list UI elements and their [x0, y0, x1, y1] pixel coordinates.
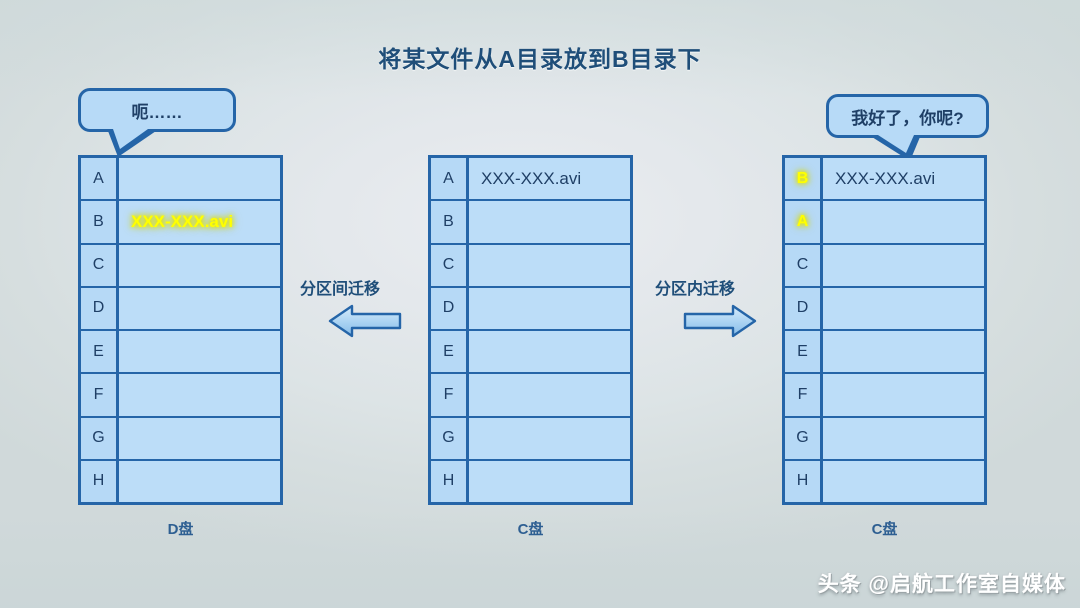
- row-key-cell: G: [785, 417, 823, 459]
- row-value-cell: [823, 460, 984, 502]
- speech-bubble-left-text: 呃……: [131, 102, 183, 122]
- row-value-cell: [469, 287, 630, 329]
- watermark: 头条 @启航工作室自媒体: [817, 573, 1066, 596]
- arrow-label-right: 分区内迁移: [655, 281, 736, 298]
- table-row: F: [431, 374, 630, 418]
- table-row: A: [785, 201, 984, 245]
- table-row: D: [785, 287, 984, 331]
- table-row: G: [431, 417, 630, 461]
- arrow-left-icon: [328, 304, 402, 338]
- row-value-cell: [823, 287, 984, 329]
- table-row: H: [785, 460, 984, 502]
- row-key-cell: F: [431, 374, 469, 416]
- table-row: C: [785, 244, 984, 288]
- row-key-cell: F: [81, 374, 119, 416]
- table-row: E: [431, 331, 630, 375]
- row-value-cell: XXX-XXX.avi: [119, 201, 280, 243]
- row-key-cell: B: [431, 201, 469, 243]
- table-row: H: [81, 460, 280, 502]
- table-row: C: [431, 244, 630, 288]
- speech-bubble-left: 呃……: [78, 88, 236, 132]
- row-key-cell: C: [81, 244, 119, 286]
- speech-bubble-left-tail-fill: [113, 129, 148, 149]
- table-row: D: [431, 287, 630, 331]
- table-row: G: [81, 417, 280, 461]
- table-row: F: [785, 374, 984, 418]
- row-key-cell: H: [431, 460, 469, 502]
- speech-bubble-right-text: 我好了，你呢?: [851, 108, 964, 128]
- row-key-cell: F: [785, 374, 823, 416]
- row-value-cell: [119, 417, 280, 459]
- row-value-cell: XXX-XXX.avi: [469, 158, 630, 200]
- row-key-cell: E: [81, 331, 119, 373]
- row-key-cell: G: [431, 417, 469, 459]
- row-value-cell: [119, 244, 280, 286]
- row-value-cell: XXX-XXX.avi: [823, 158, 984, 200]
- speech-bubble-right: 我好了，你呢?: [826, 94, 989, 138]
- row-value-cell: [469, 201, 630, 243]
- row-key-cell: E: [431, 331, 469, 373]
- row-key-cell: H: [81, 460, 119, 502]
- table-row: B: [431, 201, 630, 245]
- arrow-right-icon: [683, 304, 757, 338]
- row-key-cell: A: [81, 158, 119, 200]
- drive-label-right: C盘: [871, 521, 898, 538]
- row-value-cell: [823, 201, 984, 243]
- arrow-label-left: 分区间迁移: [300, 281, 381, 298]
- row-value-cell: [823, 244, 984, 286]
- row-value-cell: [119, 287, 280, 329]
- table-row: G: [785, 417, 984, 461]
- row-key-cell: D: [431, 287, 469, 329]
- row-value-cell: [469, 244, 630, 286]
- row-value-cell: [119, 158, 280, 200]
- table-row: E: [785, 331, 984, 375]
- row-key-cell: A: [431, 158, 469, 200]
- row-value-cell: [119, 331, 280, 373]
- row-key-cell: D: [785, 287, 823, 329]
- row-key-cell: C: [785, 244, 823, 286]
- table-row: A: [81, 158, 280, 202]
- table-row: D: [81, 287, 280, 331]
- row-value-cell: [823, 331, 984, 373]
- row-value-cell: [469, 460, 630, 502]
- page-title: 将某文件从A目录放到B目录下: [378, 46, 702, 72]
- row-key-cell: H: [785, 460, 823, 502]
- row-key-cell: E: [785, 331, 823, 373]
- speech-bubble-right-tail-fill: [878, 135, 914, 153]
- row-key-cell: G: [81, 417, 119, 459]
- drive-label-middle: C盘: [517, 521, 544, 538]
- row-key-cell: C: [431, 244, 469, 286]
- row-key-cell: B: [81, 201, 119, 243]
- row-value-cell: [469, 417, 630, 459]
- row-value-cell: [469, 331, 630, 373]
- row-value-cell: [469, 374, 630, 416]
- row-value-cell: [119, 460, 280, 502]
- row-value-cell: [823, 417, 984, 459]
- row-value-cell: [119, 374, 280, 416]
- table-row: H: [431, 460, 630, 502]
- table-row: C: [81, 244, 280, 288]
- table-row: F: [81, 374, 280, 418]
- row-value-cell: [823, 374, 984, 416]
- row-key-cell: A: [785, 201, 823, 243]
- row-key-cell: B: [785, 158, 823, 200]
- drive-label-left: D盘: [167, 521, 194, 538]
- table-row: E: [81, 331, 280, 375]
- row-key-cell: D: [81, 287, 119, 329]
